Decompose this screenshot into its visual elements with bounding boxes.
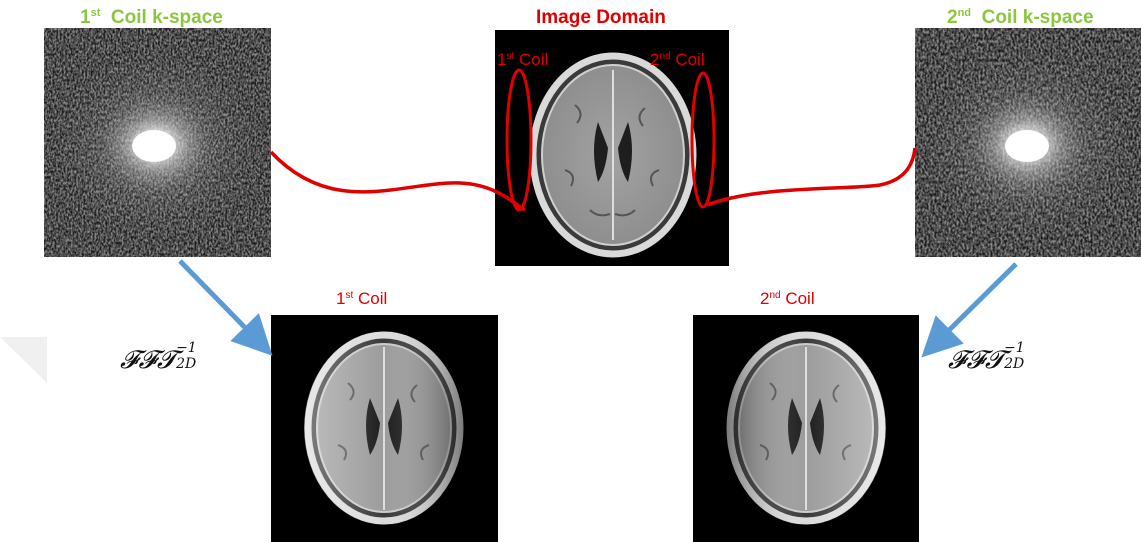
fft-arrow-left <box>180 261 262 345</box>
faint-side-mark <box>0 337 47 383</box>
fft-inverse-formula-right: 𝓕𝓕𝓣 −1 2D <box>948 347 1025 372</box>
coil2-connector-curve <box>707 148 915 205</box>
fft-arrow-right <box>932 264 1016 347</box>
coil1-connector-curve <box>271 152 525 210</box>
coil1-outline <box>507 70 531 210</box>
fft-inverse-formula-left: 𝓕𝓕𝓣 −1 2D <box>120 347 197 372</box>
coil2-outline <box>692 73 714 207</box>
